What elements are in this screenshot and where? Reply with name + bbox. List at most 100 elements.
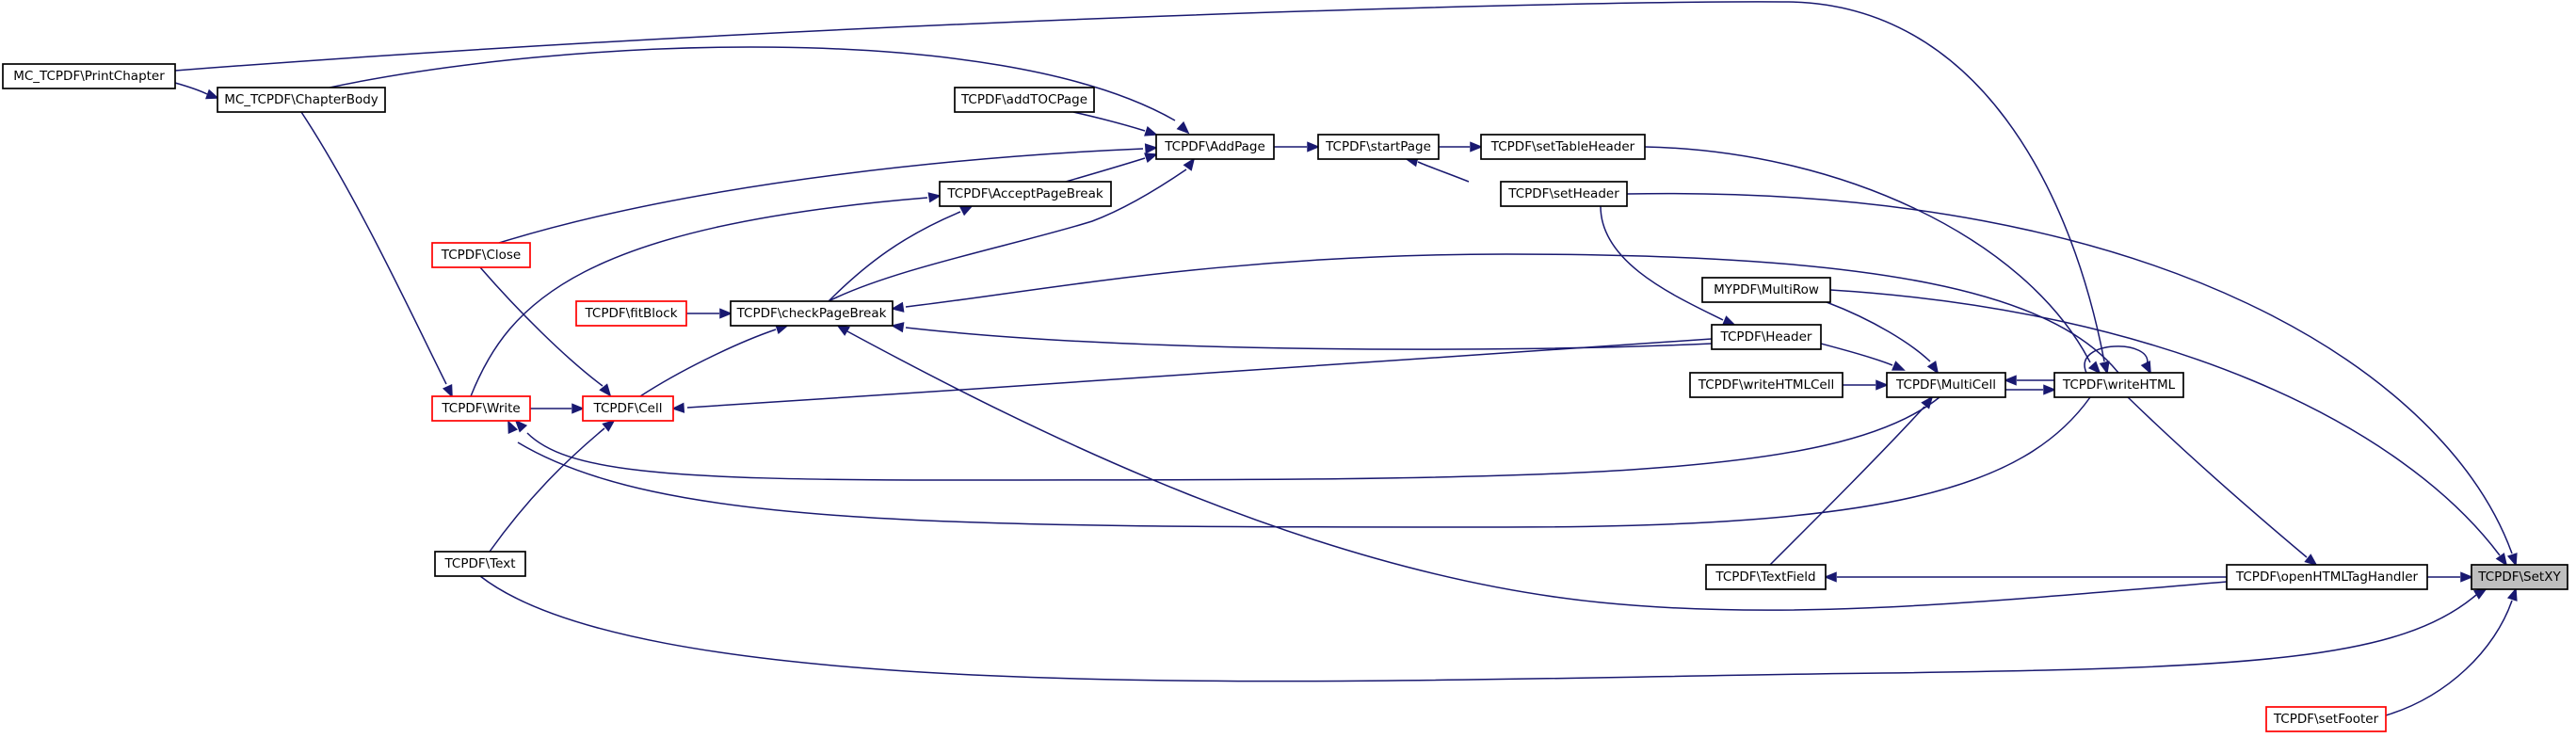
edge-write-html-to-write	[507, 396, 2091, 528]
node-set-xy[interactable]: TCPDF\SetXY	[2471, 564, 2568, 590]
node-box	[1701, 277, 1831, 303]
node-print-chapter[interactable]: MC_TCPDF\PrintChapter	[2, 63, 176, 89]
node-start-page[interactable]: TCPDF\startPage	[1317, 134, 1440, 160]
arrowhead	[1891, 361, 1906, 371]
node-box	[954, 87, 1095, 113]
arrowhead	[719, 308, 733, 319]
edge-line	[517, 396, 2091, 528]
node-add-page[interactable]: TCPDF\AddPage	[1155, 134, 1275, 160]
node-box	[1317, 134, 1440, 160]
edge-chapter-body-to-write	[300, 111, 453, 398]
node-add-toc-page[interactable]: TCPDF\addTOCPage	[954, 87, 1095, 113]
edge-line	[300, 111, 447, 385]
node-box	[217, 87, 386, 113]
arrowhead	[2506, 587, 2518, 602]
edge-line	[489, 427, 605, 553]
node-chapter-body[interactable]: MC_TCPDF\ChapterBody	[217, 87, 386, 113]
node-label: TCPDF\TextField	[1715, 570, 1815, 585]
edge-line	[1600, 205, 1724, 321]
edge-accept-page-break-to-add-page	[1065, 152, 1158, 183]
node-label: TCPDF\SetXY	[2477, 570, 2561, 585]
node-label: MC_TCPDF\ChapterBody	[224, 92, 378, 107]
edge-line	[479, 266, 604, 387]
arrowhead	[507, 420, 518, 435]
edge-open-html-tag-to-set-xy	[2427, 571, 2473, 583]
node-box	[431, 242, 531, 268]
node-set-footer[interactable]: TCPDF\setFooter	[2265, 706, 2387, 732]
edge-open-html-tag-to-text-field	[1824, 571, 2227, 583]
node-multicell[interactable]: TCPDF\MultiCell	[1886, 372, 2006, 398]
node-label: TCPDF\Header	[1720, 329, 1812, 345]
node-label: TCPDF\Text	[443, 556, 515, 571]
edge-line	[2127, 396, 2308, 558]
node-box	[1689, 372, 1843, 398]
node-label: MYPDF\MultiRow	[1714, 282, 1819, 297]
node-label: TCPDF\Close	[441, 248, 522, 263]
node-write-html-cell[interactable]: TCPDF\writeHTMLCell	[1689, 372, 1843, 398]
node-close[interactable]: TCPDF\Close	[431, 242, 531, 268]
edge-set-header-to-set-xy	[1626, 192, 2518, 567]
node-set-header[interactable]: TCPDF\setHeader	[1500, 181, 1628, 207]
edge-multicell-to-write-html	[2005, 384, 2056, 395]
edge-start-page-to-set-table-header	[1439, 141, 1483, 152]
node-box	[1155, 134, 1275, 160]
edge-line	[905, 253, 2119, 374]
node-label: TCPDF\writeHTMLCell	[1698, 377, 1834, 393]
edge-line	[639, 329, 777, 397]
arrowhead	[1144, 152, 1158, 164]
node-label: TCPDF\checkPageBreak	[736, 306, 887, 321]
node-label: TCPDF\setTableHeader	[1490, 139, 1635, 154]
edge-fit-block-to-check-page-break	[686, 308, 733, 319]
arrowhead	[1183, 157, 1196, 171]
node-accept-page-break[interactable]: TCPDF\AcceptPageBreak	[939, 181, 1112, 207]
node-label: TCPDF\openHTMLTagHandler	[2235, 570, 2419, 585]
edge-line	[1626, 192, 2513, 554]
node-cell[interactable]: TCPDF\Cell	[582, 395, 674, 422]
edge-write-html-to-multicell	[2004, 375, 2054, 386]
node-check-page-break[interactable]: TCPDF\checkPageBreak	[730, 300, 894, 327]
node-box	[730, 300, 894, 327]
edge-line	[828, 211, 961, 302]
edge-set-table-header-to-write-html	[1644, 146, 2101, 375]
edge-line	[174, 1, 2105, 362]
arrowhead	[2460, 571, 2473, 583]
edges-layer	[174, 1, 2518, 716]
edge-line	[1072, 111, 1146, 132]
edge-text-to-set-xy	[479, 575, 2487, 682]
node-write-html[interactable]: TCPDF\writeHTML	[2053, 372, 2184, 398]
node-box	[575, 300, 687, 327]
edge-write-to-accept-page-break	[470, 192, 942, 397]
arrowhead	[514, 419, 528, 433]
edge-line	[686, 338, 1713, 409]
edge-chapter-body-to-add-page	[329, 46, 1190, 135]
edge-text-to-cell	[489, 419, 616, 553]
node-text[interactable]: TCPDF\Text	[434, 551, 526, 577]
node-set-table-header[interactable]: TCPDF\setTableHeader	[1480, 134, 1646, 160]
edge-text-field-to-multicell	[1769, 395, 1934, 566]
node-text-field[interactable]: TCPDF\TextField	[1705, 564, 1827, 590]
node-box	[431, 395, 531, 422]
arrowhead	[891, 301, 905, 313]
edge-write-html-to-check-page-break	[891, 253, 2119, 374]
arrowhead	[1824, 571, 1837, 583]
arrowhead	[1144, 143, 1158, 154]
node-box	[434, 551, 526, 577]
edge-line	[828, 168, 1187, 302]
edge-line	[1065, 157, 1146, 183]
node-label: TCPDF\AcceptPageBreak	[946, 186, 1103, 201]
node-box	[2471, 564, 2568, 590]
edge-line	[2084, 345, 2149, 374]
node-write[interactable]: TCPDF\Write	[431, 395, 531, 422]
arrowhead	[205, 88, 219, 100]
node-box	[2226, 564, 2428, 590]
node-box	[582, 395, 674, 422]
node-header[interactable]: TCPDF\Header	[1711, 324, 1822, 350]
node-fit-block[interactable]: TCPDF\fitBlock	[575, 300, 687, 327]
edge-set-header-to-header	[1600, 205, 1736, 326]
arrowhead	[599, 383, 612, 397]
node-label: TCPDF\writeHTML	[2062, 377, 2176, 393]
node-label: TCPDF\MultiCell	[1895, 377, 1996, 393]
node-multirow[interactable]: MYPDF\MultiRow	[1701, 277, 1831, 303]
node-open-html-tag[interactable]: TCPDF\openHTMLTagHandler	[2226, 564, 2428, 590]
